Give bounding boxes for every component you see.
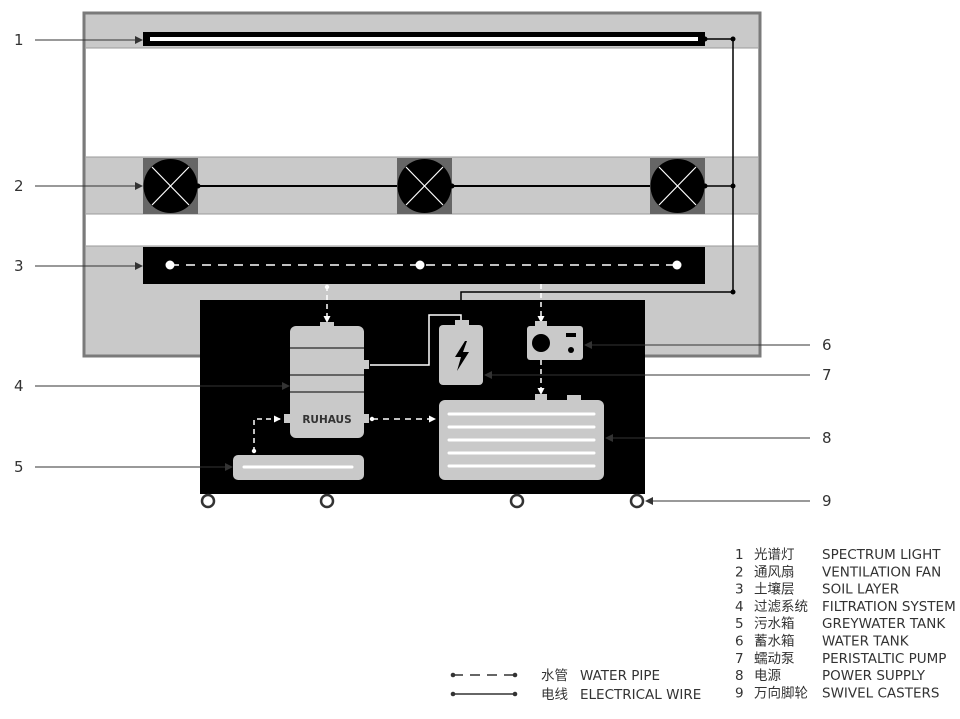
legend-row: 2 通风扇 VENTILATION FAN [735, 564, 941, 580]
brand-label: RUHAUS [302, 414, 351, 426]
fan-center [397, 158, 452, 214]
legend-row-english: PERISTALTIC PUMP [822, 651, 946, 667]
legend-row-english: SWIVEL CASTERS [822, 685, 939, 701]
filtration-system: RUHAUS [284, 322, 369, 438]
legend-electrical-wire-zh: 电线 [541, 687, 568, 703]
legend-row-chinese: 光谱灯 [754, 547, 795, 563]
legend-row-number: 3 [735, 582, 744, 598]
legend-row-number: 2 [735, 564, 744, 580]
pipe-filter-to-power [369, 415, 436, 423]
legend-row-number: 9 [735, 685, 744, 701]
callout-1: 1 [14, 31, 24, 49]
component-legend: 1 光谱灯 SPECTRUM LIGHT 2 通风扇 VENTILATION FAN 3 土壤… [735, 547, 956, 701]
callouts-left: 1 2 3 4 5 [14, 31, 290, 476]
legend-electrical-wire-en: ELECTRICAL WIRE [580, 687, 701, 703]
legend-water-pipe-zh: 水管 [541, 668, 568, 684]
legend-row-english: SPECTRUM LIGHT [822, 547, 941, 563]
legend-row: 3 土壤层 SOIL LAYER [735, 581, 899, 598]
legend-row: 1 光谱灯 SPECTRUM LIGHT [735, 547, 941, 563]
water-pipe-soil-to-filter [323, 284, 331, 323]
pipe-greywater-to-filter [251, 415, 281, 454]
legend-row-number: 7 [735, 651, 744, 667]
legend-row: 4 过滤系统 FILTRATION SYSTEM [735, 599, 956, 615]
legend-row-english: VENTILATION FAN [822, 564, 941, 580]
legend-row: 6 蓄水箱 WATER TANK [735, 634, 910, 650]
legend-row-number: 8 [735, 668, 744, 684]
callout-3: 3 [14, 257, 24, 275]
legend-row-chinese: 过滤系统 [754, 599, 808, 615]
legend-row-number: 4 [735, 599, 744, 615]
callout-2: 2 [14, 177, 24, 195]
line-legend: 水管 WATER PIPE 电线 ELECTRICAL WIRE [450, 668, 701, 703]
legend-row-chinese: 电源 [754, 668, 782, 684]
power-supply [439, 394, 604, 480]
legend-row-chinese: 蠕动泵 [754, 651, 795, 667]
callouts-right: 6 7 8 9 [484, 336, 832, 510]
legend-row: 5 污水箱 GREYWATER TANK [735, 616, 946, 632]
swivel-casters [200, 493, 645, 509]
legend-row-english: SOIL LAYER [822, 582, 899, 598]
callout-9: 9 [822, 492, 832, 510]
fan-left [143, 158, 198, 214]
peristaltic-pump [439, 320, 483, 385]
legend-row-chinese: 万向脚轮 [754, 685, 808, 701]
callout-7: 7 [822, 366, 832, 384]
legend-row-english: POWER SUPPLY [822, 668, 926, 684]
legend-row: 7 蠕动泵 PERISTALTIC PUMP [735, 651, 946, 667]
fan-right [650, 158, 705, 214]
callout-8: 8 [822, 429, 832, 447]
legend-row-number: 5 [735, 616, 744, 632]
pipe-filter-to-pump [370, 314, 462, 366]
greywater-tank [233, 455, 364, 480]
legend-row-chinese: 土壤层 [754, 581, 795, 598]
callout-6: 6 [822, 336, 832, 354]
ventilation-fans [143, 158, 708, 214]
legend-row-chinese: 污水箱 [754, 616, 795, 632]
legend-row: 8 电源 POWER SUPPLY [735, 668, 926, 684]
legend-row-number: 1 [735, 547, 744, 563]
legend-row-chinese: 通风扇 [754, 564, 795, 580]
legend-row-chinese: 蓄水箱 [754, 634, 795, 650]
water-tank [527, 321, 583, 395]
spectrum-light [143, 32, 705, 46]
lightning-icon [455, 341, 469, 371]
legend-row-english: WATER TANK [822, 634, 910, 650]
soil-layer [143, 247, 705, 284]
legend-row: 9 万向脚轮 SWIVEL CASTERS [735, 685, 939, 701]
legend-row-english: FILTRATION SYSTEM [822, 599, 956, 615]
callout-4: 4 [14, 377, 24, 395]
legend-water-pipe-en: WATER PIPE [580, 668, 660, 684]
legend-row-english: GREYWATER TANK [822, 616, 946, 632]
legend-row-number: 6 [735, 634, 744, 650]
callout-5: 5 [14, 458, 24, 476]
legend-electrical-wire: 电线 ELECTRICAL WIRE [450, 687, 701, 703]
legend-water-pipe: 水管 WATER PIPE [450, 668, 660, 684]
